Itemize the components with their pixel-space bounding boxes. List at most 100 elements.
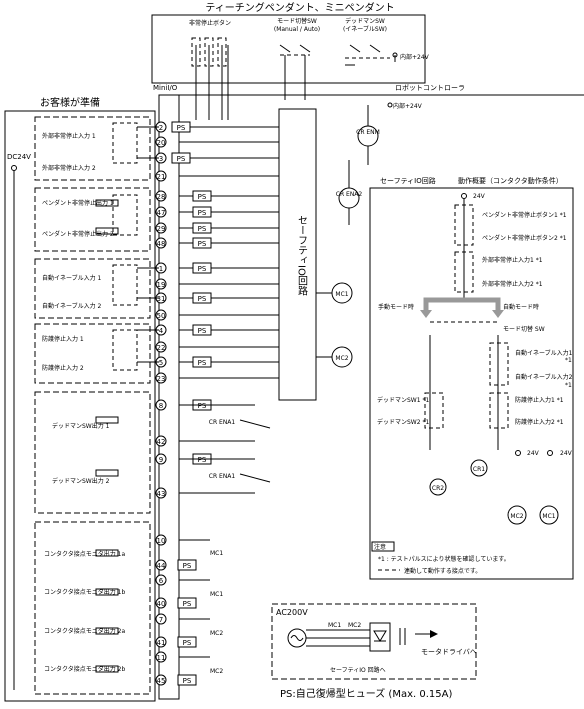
power-circuit-box <box>271 603 477 680</box>
svg-text:CR1: CR1 <box>473 466 485 473</box>
customer-item: デッドマンSW出力 2 <box>52 477 110 485</box>
cr-ena1-label-a: CR ENA1 <box>209 419 236 426</box>
note-title-box <box>371 541 395 552</box>
mc2-contact-label: MC2 <box>210 668 223 675</box>
op-deadman2: デッドマンSW2 *1 <box>377 418 429 426</box>
svg-text:CR2: CR2 <box>432 485 444 492</box>
ps-fuses: PS PS PS PS PS PS PS PS PS PS PS PS PS P… <box>171 121 212 686</box>
svg-text:PS: PS <box>183 677 192 685</box>
mc1-contact-label: MC1 <box>210 591 223 598</box>
customer-item: コンタクタ接点モニタ出力 2b <box>44 665 125 673</box>
pin: 6 <box>159 577 164 585</box>
svg-text:PS: PS <box>198 209 207 217</box>
rectifier-icon <box>369 622 391 652</box>
safety-io-block <box>278 108 317 401</box>
cr2-coil <box>429 478 447 496</box>
ps-fuse <box>171 121 191 133</box>
manual-mode-label: 手動モード時 <box>378 303 414 311</box>
pin: 20 <box>157 139 166 147</box>
connector-pins: 2 20 3 21 28 47 29 48 1 19 31 50 4 22 5 … <box>155 121 167 686</box>
cr-enm-label: CR ENM <box>356 129 380 136</box>
ps-fuse <box>192 222 212 234</box>
op-auto-en1: 自動イネーブル入力1 <box>515 349 573 357</box>
ps-fuse <box>192 237 212 249</box>
customer-item: 自動イネーブル入力 2 <box>42 302 102 310</box>
pin: 1 <box>159 265 163 273</box>
svg-text:24V: 24V <box>527 450 540 457</box>
mode-sw-sub-label: (Manual / Auto) <box>274 26 320 33</box>
op-contact: 外部非常停止入力1 *1 <box>482 256 543 264</box>
cr1-coil <box>470 459 488 477</box>
svg-text:PS: PS <box>183 562 192 570</box>
op-contact: 外部非常停止入力2 *1 <box>482 280 543 288</box>
op-subtitle: 動作概要（コンタクタ動作条件） <box>458 176 563 185</box>
pin: 47 <box>157 209 166 217</box>
svg-text:PS: PS <box>198 456 207 464</box>
pin: 8 <box>159 402 163 410</box>
svg-text:MC2: MC2 <box>510 513 523 520</box>
auto-mode-label: 自動モード時 <box>503 303 539 311</box>
mode-sw-label: モード切替SW <box>277 17 317 25</box>
customer-frame <box>4 110 156 702</box>
pin: 7 <box>159 616 163 624</box>
pin: 45 <box>157 677 166 685</box>
op-contact: ペンダント非常停止ボタン2 *1 <box>482 234 567 242</box>
pin: 43 <box>157 490 166 498</box>
customer-item: ペンダント非常停止出力 2 <box>42 230 114 238</box>
pin: 28 <box>157 193 166 201</box>
customer-item: デッドマンSW出力 1 <box>52 422 110 430</box>
pin: 31 <box>157 295 166 303</box>
customer-item: 防護停止入力 1 <box>42 335 84 343</box>
minio-connector <box>158 94 180 700</box>
op-title: セーフティIO回路 <box>380 176 436 185</box>
cr-ena2-label: CR ENA2 <box>336 191 363 198</box>
pendant-internal-24v: 内部+24V <box>400 53 430 61</box>
mc1-op-coil <box>539 505 559 525</box>
pin: 48 <box>157 240 166 248</box>
ps-fuse <box>177 559 197 571</box>
ps-note: PS:自己復帰型ヒューズ (Max. 0.15A) <box>280 687 452 700</box>
customer-item: コンタクタ接点モニタ出力 1a <box>44 550 125 558</box>
customer-item: 外部非常停止入力 2 <box>42 164 96 172</box>
controller-internal-24v: 内部+24V <box>393 102 423 110</box>
op-contact: ペンダント非常停止ボタン1 *1 <box>482 211 567 219</box>
customer-title: お客様が準備 <box>40 96 100 109</box>
customer-item: ペンダント非常停止出力 1 <box>42 199 114 207</box>
ps-fuse <box>171 152 191 164</box>
ps-fuse <box>192 190 212 202</box>
pin: 9 <box>159 456 163 464</box>
mode-sw-contacts <box>279 44 311 100</box>
note-1: *1 : テストパルスにより状態を確認しています。 <box>378 555 510 563</box>
svg-text:PS: PS <box>198 240 207 248</box>
pin: 5 <box>159 359 163 367</box>
svg-text:PS: PS <box>198 265 207 273</box>
op-deadman1: デッドマンSW1 *1 <box>377 396 429 404</box>
operation-panel <box>369 187 574 580</box>
op-guard1: 防護停止入力1 *1 <box>515 396 564 404</box>
customer-item: 自動イネーブル入力 1 <box>42 274 102 282</box>
pin: 4 <box>159 327 164 335</box>
robot-controller-label: ロボットコントローラ <box>395 84 465 92</box>
cr-ena1-label-b: CR ENA1 <box>209 473 236 480</box>
pin: 40 <box>157 600 166 608</box>
pin: 44 <box>157 562 166 570</box>
mc1-coil-label: MC1 <box>335 291 348 298</box>
customer-item: 防護停止入力 2 <box>42 364 84 372</box>
pin: 19 <box>157 281 166 289</box>
ps-fuse <box>192 292 212 304</box>
ps-fuse <box>177 636 197 648</box>
deadman-sw-contacts <box>345 44 398 66</box>
ac200v-label: AC200V <box>276 608 308 617</box>
customer-item-labels: 外部非常停止入力 1 外部非常停止入力 2 ペンダント非常停止出力 1 ペンダン… <box>42 132 125 673</box>
pin: 21 <box>157 173 166 181</box>
ps-fuse <box>192 206 212 218</box>
svg-text:PS: PS <box>198 327 207 335</box>
svg-text:PS: PS <box>183 600 192 608</box>
svg-text:MC1: MC1 <box>542 513 555 520</box>
ps-fuse <box>177 597 197 609</box>
svg-text:*1: *1 <box>565 357 572 364</box>
customer-input-groups <box>34 116 151 695</box>
pin: 42 <box>157 438 166 446</box>
svg-text:24V: 24V <box>560 450 573 457</box>
